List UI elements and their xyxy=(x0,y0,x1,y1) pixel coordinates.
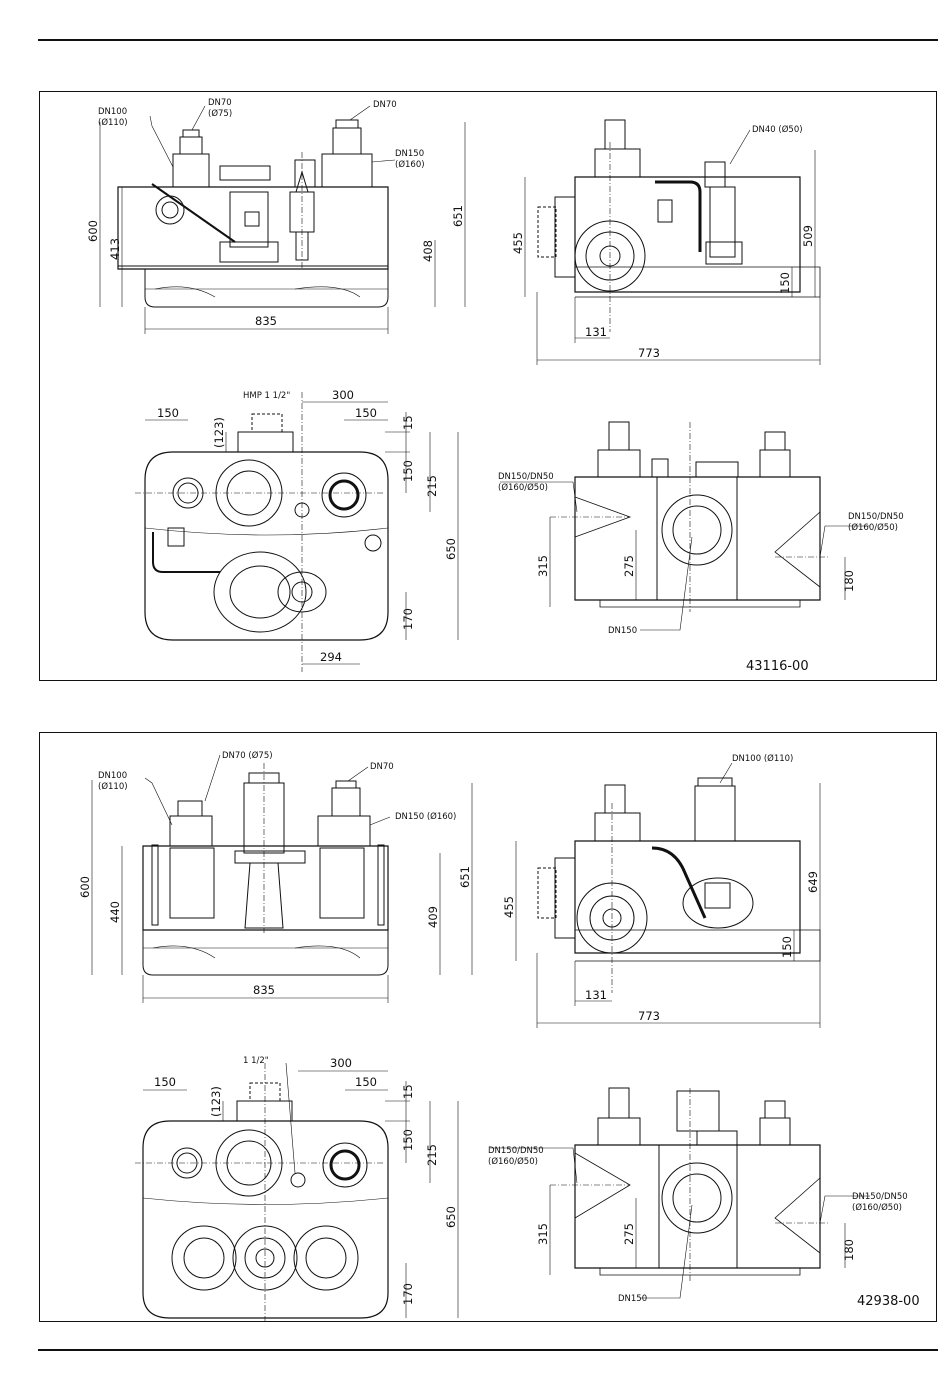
front-dim-600: 600 xyxy=(86,220,100,242)
rear-dim-275: 275 xyxy=(622,555,636,577)
rear-view xyxy=(490,1087,870,1299)
top-dim-150b: 150 xyxy=(355,1075,377,1089)
drawing-sheet-2: DN70 (Ø75) DN100 (Ø110) DN70 DN150 (Ø160… xyxy=(78,750,920,1321)
top-dim-150: 150 xyxy=(401,1129,415,1151)
front-dim-600: 600 xyxy=(78,876,92,898)
front-callout-dn150-dia: (Ø160) xyxy=(395,159,425,170)
top-dim-215: 215 xyxy=(425,1144,439,1166)
front-callout-dn150: DN150 xyxy=(395,149,424,159)
front-callout-dn70a: DN70 xyxy=(208,98,232,108)
front-dim-835: 835 xyxy=(253,983,275,997)
front-dim-651: 651 xyxy=(451,205,465,227)
rear-callout-right-dia: (Ø160/Ø50) xyxy=(852,1202,902,1213)
drawing-panel-2: DN70 (Ø75) DN100 (Ø110) DN70 DN150 (Ø160… xyxy=(39,732,937,1322)
side-callout-dn40: DN40 (Ø50) xyxy=(752,124,803,135)
front-view xyxy=(91,754,473,1003)
rear-callout-bottom: DN150 xyxy=(608,626,637,636)
top-rule xyxy=(38,39,938,41)
rear-dim-180: 180 xyxy=(842,570,856,592)
top-dim-650: 650 xyxy=(444,1206,458,1228)
front-dim-409: 409 xyxy=(426,906,440,928)
side-view xyxy=(524,119,821,365)
front-callout-dn100: DN100 xyxy=(98,771,127,781)
side-dim-773: 773 xyxy=(638,1009,660,1023)
top-dim-15: 15 xyxy=(401,1084,415,1099)
front-dim-408: 408 xyxy=(421,240,435,262)
drawing-panel-1: DN100 (Ø110) DN70 (Ø75) DN70 DN150 (Ø160… xyxy=(39,91,937,681)
rear-dim-315: 315 xyxy=(536,555,550,577)
side-dim-131: 131 xyxy=(585,988,607,1002)
top-dim-215: 215 xyxy=(425,475,439,497)
top-callout-hmp: HMP 1 1/2" xyxy=(243,391,290,401)
top-dim-170: 170 xyxy=(401,1283,415,1305)
side-dim-509: 509 xyxy=(801,225,815,247)
front-dim-440: 440 xyxy=(108,901,122,923)
side-dim-131: 131 xyxy=(585,325,607,339)
front-callout-dn70b: DN70 xyxy=(373,100,397,110)
front-dim-835: 835 xyxy=(255,314,277,328)
side-callout-dn100: DN100 (Ø110) xyxy=(732,753,793,764)
rear-callout-right-dia: (Ø160/Ø50) xyxy=(848,522,898,533)
bottom-rule xyxy=(38,1349,938,1351)
side-dim-649: 649 xyxy=(806,871,820,893)
top-dim-150a: 150 xyxy=(157,406,179,420)
rear-dim-180: 180 xyxy=(842,1239,856,1261)
drawing-code: 42938-00 xyxy=(857,1294,920,1309)
side-dim-150: 150 xyxy=(778,272,792,294)
drawing-code: 43116-00 xyxy=(746,659,809,674)
front-callout-dn70a-dia: (Ø75) xyxy=(208,108,232,119)
top-view xyxy=(135,392,459,672)
front-dim-651: 651 xyxy=(458,866,472,888)
top-dim-300: 300 xyxy=(332,388,354,402)
top-view xyxy=(135,1062,459,1321)
top-dim-170: 170 xyxy=(401,608,415,630)
rear-callout-left-dia: (Ø160/Ø50) xyxy=(488,1156,538,1167)
top-dim-300: 300 xyxy=(330,1056,352,1070)
top-dim-294: 294 xyxy=(320,650,342,664)
rear-callout-left: DN150/DN50 xyxy=(488,1146,544,1156)
top-dim-123: (123) xyxy=(209,1086,223,1117)
top-dim-150b: 150 xyxy=(355,406,377,420)
side-dim-773: 773 xyxy=(638,346,660,360)
top-dim-150: 150 xyxy=(401,460,415,482)
drawing-sheet-1: DN100 (Ø110) DN70 (Ø75) DN70 DN150 (Ø160… xyxy=(86,98,904,674)
rear-callout-bottom: DN150 xyxy=(618,1294,647,1304)
side-dim-150: 150 xyxy=(780,936,794,958)
top-dim-15: 15 xyxy=(401,415,415,430)
front-view xyxy=(99,105,466,334)
front-dim-413: 413 xyxy=(108,238,122,260)
rear-dim-275: 275 xyxy=(622,1223,636,1245)
front-callout-dn150: DN150 (Ø160) xyxy=(395,811,456,822)
rear-view xyxy=(500,421,870,631)
rear-callout-left-dia: (Ø160/Ø50) xyxy=(498,482,548,493)
top-dim-123: (123) xyxy=(212,417,226,448)
rear-dim-315: 315 xyxy=(536,1223,550,1245)
top-callout-thread: 1 1/2" xyxy=(243,1056,269,1066)
side-view xyxy=(515,762,821,1028)
side-dim-455: 455 xyxy=(511,232,525,254)
rear-callout-right: DN150/DN50 xyxy=(852,1192,908,1202)
front-callout-dn100: DN100 xyxy=(98,107,127,117)
side-dim-455: 455 xyxy=(502,896,516,918)
front-callout-dn100-dia: (Ø110) xyxy=(98,781,128,792)
rear-callout-right: DN150/DN50 xyxy=(848,512,904,522)
front-callout-dn100-dia: (Ø110) xyxy=(98,117,128,128)
top-dim-150a: 150 xyxy=(154,1075,176,1089)
top-dim-650: 650 xyxy=(444,538,458,560)
front-callout-dn70a: DN70 (Ø75) xyxy=(222,750,273,761)
front-callout-dn70b: DN70 xyxy=(370,762,394,772)
rear-callout-left: DN150/DN50 xyxy=(498,472,554,482)
